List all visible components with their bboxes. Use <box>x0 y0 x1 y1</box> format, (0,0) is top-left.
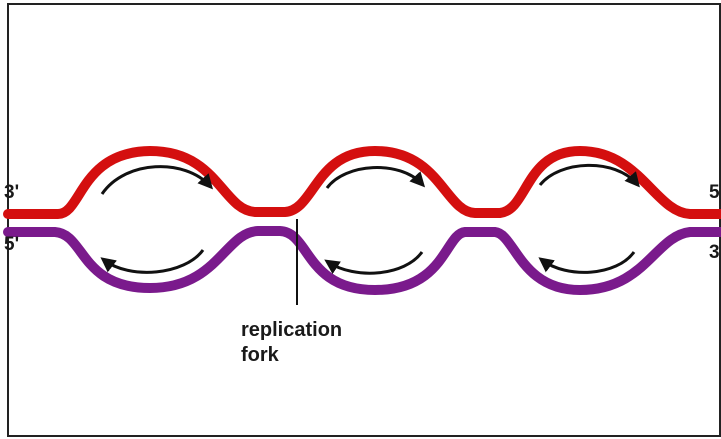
arrow-bottom-2 <box>328 252 422 273</box>
fork-label-line1: replication <box>241 318 342 343</box>
top-strand-left-label: 3' <box>4 183 19 202</box>
arrow-bottom-3 <box>542 252 634 272</box>
arrow-bottom-1 <box>104 250 203 272</box>
replication-fork-label: replication fork <box>241 318 342 368</box>
bottom-strand-right-label: 3 <box>709 243 720 262</box>
arrow-top-1 <box>102 167 210 194</box>
top-strand-right-label: 5 <box>709 183 720 202</box>
bottom-strand-left-label: 5' <box>4 235 19 254</box>
arrow-top-2 <box>327 168 422 188</box>
top-strand <box>8 151 721 214</box>
diagram-border <box>8 4 720 436</box>
bottom-strand <box>8 231 721 290</box>
fork-label-line2: fork <box>241 343 342 368</box>
